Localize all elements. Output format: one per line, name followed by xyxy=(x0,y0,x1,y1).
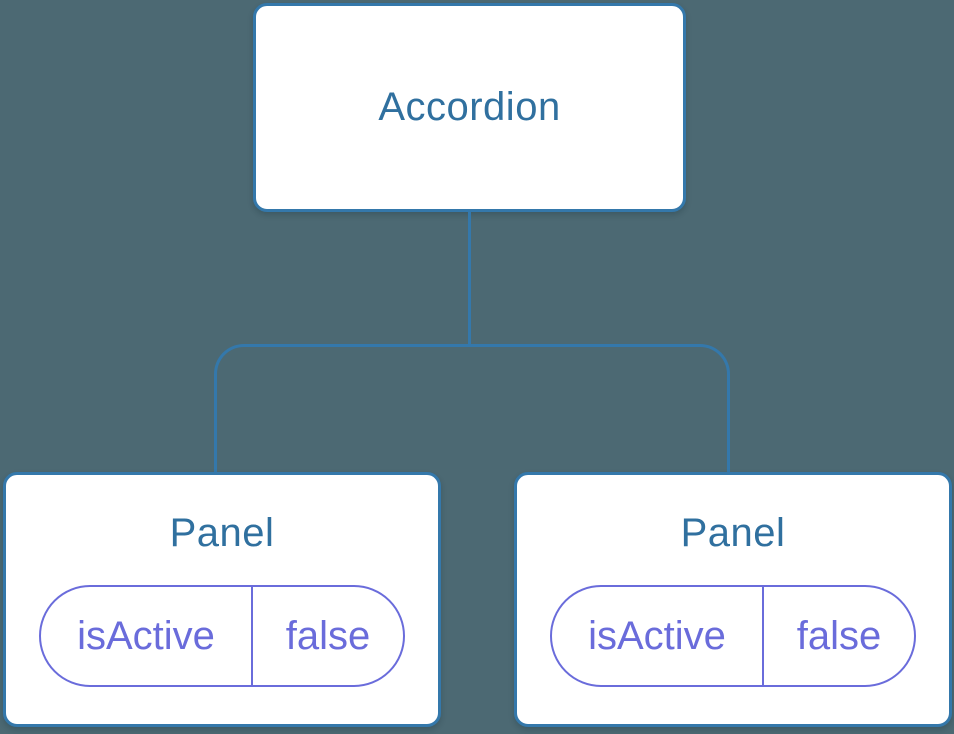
node-panel-right: Panel isActive false xyxy=(514,472,952,727)
node-accordion-label: Accordion xyxy=(378,85,561,129)
connector-stem xyxy=(468,211,471,345)
state-key-left: isActive xyxy=(41,587,253,685)
state-pill-left: isActive false xyxy=(39,585,405,687)
node-accordion: Accordion xyxy=(253,3,686,212)
state-value-left: false xyxy=(285,613,371,658)
state-value-right: false xyxy=(796,613,882,658)
state-key-right: isActive xyxy=(552,587,764,685)
node-panel-right-label: Panel xyxy=(680,511,786,555)
node-panel-left-label: Panel xyxy=(169,511,275,555)
connector-branch xyxy=(214,344,730,472)
node-panel-left: Panel isActive false xyxy=(3,472,441,727)
state-pill-right: isActive false xyxy=(550,585,916,687)
